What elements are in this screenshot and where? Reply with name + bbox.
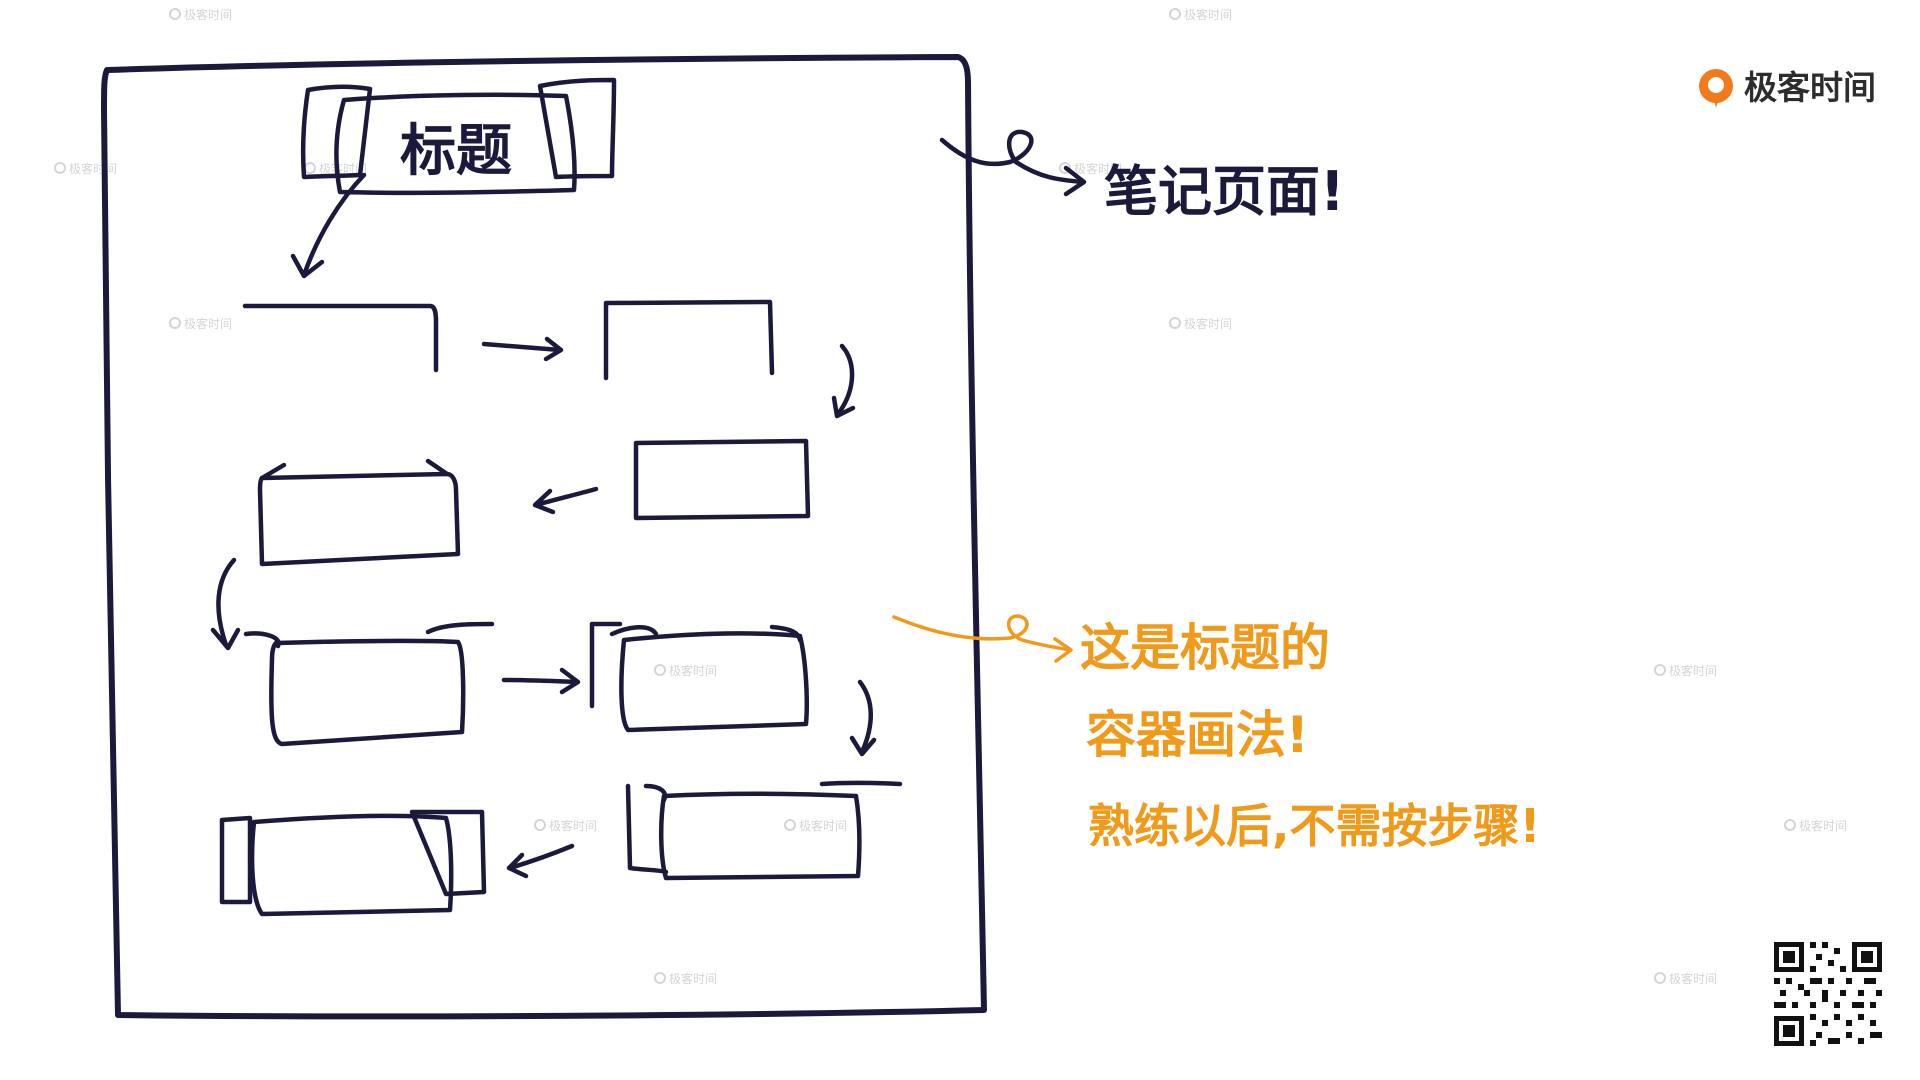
watermark: 极客时间 <box>1169 316 1232 331</box>
explanation-line-1: 这是标题的 <box>1080 619 1330 677</box>
step-7-to-8-arrow <box>506 843 575 879</box>
step-2-shape <box>603 299 775 381</box>
qr-code-icon <box>1772 940 1884 1048</box>
explanation-line-2: 容器画法! <box>1086 706 1309 764</box>
step-3-to-4-arrow <box>532 486 599 515</box>
explanation-arrow <box>892 614 1073 663</box>
watermark: 极客时间 <box>1784 818 1847 833</box>
brand-name: 极客时间 <box>1744 68 1876 107</box>
svg-text:极客时间: 极客时间 <box>1184 316 1232 331</box>
watermark-layer: 极客时间 极客时间 极客时间 极客时间 极客时间 极客时间 极客时间 极客时间 … <box>54 7 1847 986</box>
svg-text:极客时间: 极客时间 <box>1799 818 1847 833</box>
note-page-frame <box>101 54 987 1020</box>
watermark: 极客时间 <box>534 818 597 833</box>
watermark: 极客时间 <box>1654 663 1717 678</box>
svg-text:极客时间: 极客时间 <box>184 7 232 22</box>
svg-text:极客时间: 极客时间 <box>1184 7 1232 22</box>
svg-text:极客时间: 极客时间 <box>1669 663 1717 678</box>
step-6-shape <box>589 621 809 733</box>
step-5-shape <box>243 621 495 747</box>
watermark: 极客时间 <box>169 7 232 22</box>
watermark: 极客时间 <box>54 161 117 176</box>
title-banner: 标题 <box>300 77 617 196</box>
svg-text:极客时间: 极客时间 <box>184 316 232 331</box>
title-to-step1-arrow <box>290 172 367 279</box>
svg-text:极客时间: 极客时间 <box>549 818 597 833</box>
explanation-line-3: 熟练以后,不需按步骤! <box>1088 799 1540 853</box>
title-label: 标题 <box>400 119 512 184</box>
svg-text:极客时间: 极客时间 <box>1669 971 1717 986</box>
watermark: 极客时间 <box>654 971 717 986</box>
svg-text:极客时间: 极客时间 <box>1074 161 1122 176</box>
watermark: 极客时间 <box>784 818 847 833</box>
watermark: 极客时间 <box>169 316 232 331</box>
watermark: 极客时间 <box>1654 971 1717 986</box>
watermark: 极客时间 <box>654 663 717 678</box>
step-2-to-3-arrow <box>831 343 856 419</box>
svg-text:极客时间: 极客时间 <box>669 663 717 678</box>
step-3-shape <box>633 438 811 521</box>
note-page-label: 笔记页面! <box>1104 160 1345 223</box>
watermark: 极客时间 <box>1169 7 1232 22</box>
explanation-text: 这是标题的 容器画法! 熟练以后,不需按步骤! <box>1080 619 1540 853</box>
step-4-shape <box>257 458 461 567</box>
step-5-to-6-arrow <box>501 667 581 695</box>
step-4-to-5-arrow <box>210 557 241 651</box>
step-7-shape <box>625 780 903 881</box>
note-page-arrow <box>939 129 1087 197</box>
step-8-shape <box>219 809 487 917</box>
svg-text:极客时间: 极客时间 <box>319 161 367 176</box>
brand-logo: 极客时间 <box>1699 68 1876 108</box>
step-6-to-7-arrow <box>849 679 877 757</box>
step-1-to-2-arrow <box>481 336 564 362</box>
geektime-logo-icon <box>1699 69 1733 108</box>
watermark: 极客时间 <box>1059 161 1122 176</box>
svg-text:极客时间: 极客时间 <box>799 818 847 833</box>
svg-text:极客时间: 极客时间 <box>69 161 117 176</box>
step-1-shape <box>242 303 439 373</box>
svg-text:极客时间: 极客时间 <box>669 971 717 986</box>
